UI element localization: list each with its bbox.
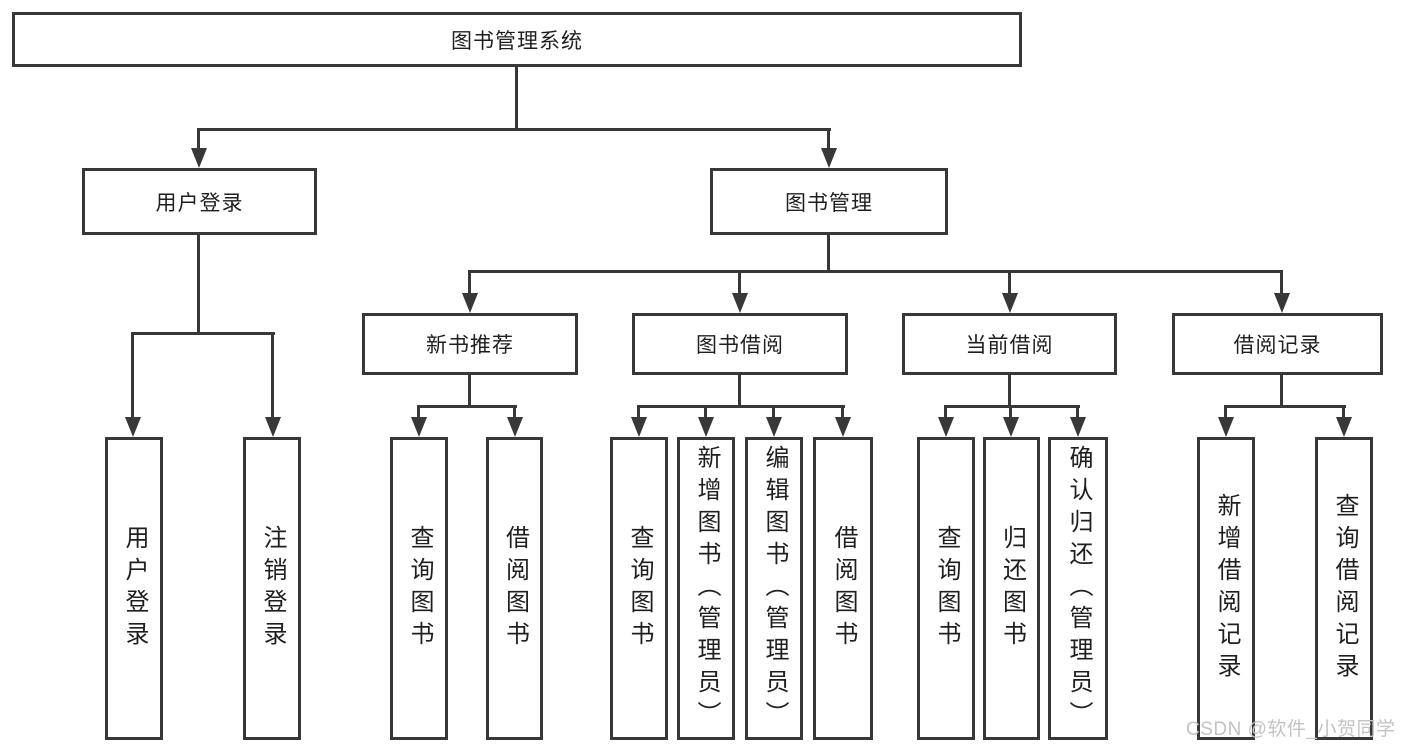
connector-line (1008, 375, 1011, 408)
connector-line (515, 67, 518, 131)
node-root-label: 图书管理系统 (451, 29, 583, 53)
arrow-down-icon (1336, 417, 1352, 437)
arrow-down-icon (766, 417, 782, 437)
leaf-user-login: 用户登录 (105, 437, 163, 740)
leaf-borrow-borrow-book-label: 借阅图书 (830, 524, 857, 653)
arrow-down-icon (835, 417, 851, 437)
connector-line (271, 332, 274, 417)
arrow-down-icon (732, 293, 748, 313)
node-root: 图书管理系统 (12, 12, 1022, 67)
connector-line (704, 405, 707, 419)
arrow-down-icon (265, 417, 281, 437)
connector-line (417, 405, 517, 408)
csdn-watermark: CSDN @软件_小贺同学 (1186, 719, 1396, 740)
leaf-newbook-query-book: 查询图书 (390, 437, 448, 740)
leaf-borrow-add-book-admin-label: 新增图书（管理员） (693, 444, 720, 733)
leaf-current-query-book-label: 查询图书 (933, 524, 960, 653)
connector-line (944, 405, 1080, 408)
connector-line (827, 235, 830, 273)
node-current-borrow: 当前借阅 (902, 313, 1117, 375)
leaf-borrow-borrow-book: 借阅图书 (813, 437, 873, 740)
arrow-down-icon (1070, 417, 1086, 437)
connector-line (944, 405, 947, 419)
connector-line (417, 405, 420, 419)
node-borrow-record-label: 借阅记录 (1233, 334, 1322, 357)
leaf-record-query-borrow-record: 查询借阅记录 (1315, 437, 1373, 740)
node-new-book-recommend-label: 新书推荐 (426, 334, 514, 357)
arrow-down-icon (631, 417, 647, 437)
connector-line (131, 332, 134, 417)
arrow-down-icon (1274, 293, 1290, 313)
node-new-book-recommend: 新书推荐 (362, 313, 578, 375)
arrow-down-icon (462, 293, 478, 313)
connector-line (1342, 405, 1345, 419)
leaf-current-return-book: 归还图书 (983, 437, 1040, 740)
leaf-current-return-book-label: 归还图书 (998, 524, 1026, 653)
node-user-login: 用户登录 (82, 168, 317, 235)
arrow-down-icon (1003, 417, 1019, 437)
leaf-record-query-borrow-record-label: 查询借阅记录 (1331, 492, 1358, 685)
arrow-down-icon (1218, 417, 1234, 437)
connector-line (468, 270, 1283, 273)
arrow-down-icon (507, 417, 523, 437)
leaf-newbook-borrow-book: 借阅图书 (486, 437, 543, 740)
connector-line (468, 270, 471, 295)
node-user-login-label: 用户登录 (155, 191, 244, 215)
leaf-borrow-query-book: 查询图书 (610, 437, 668, 740)
leaf-current-query-book: 查询图书 (917, 437, 975, 740)
leaf-borrow-add-book-admin: 新增图书（管理员） (677, 437, 735, 740)
connector-line (1008, 270, 1011, 295)
leaf-logout: 注销登录 (243, 437, 301, 740)
node-book-management-label: 图书管理 (785, 191, 873, 215)
leaf-borrow-query-book-label: 查询图书 (626, 524, 653, 653)
connector-line (197, 128, 200, 150)
arrow-down-icon (191, 148, 207, 168)
leaf-record-add-borrow-record-label: 新增借阅记录 (1213, 492, 1240, 685)
connector-line (1224, 405, 1227, 419)
leaf-newbook-borrow-book-label: 借阅图书 (501, 524, 529, 653)
connector-line (1224, 405, 1346, 408)
connector-line (1076, 405, 1079, 419)
connector-line (468, 375, 471, 408)
arrow-down-icon (125, 417, 141, 437)
connector-line (841, 405, 844, 419)
leaf-user-login-label: 用户登录 (121, 524, 148, 653)
connector-line (1280, 375, 1283, 408)
connector-line (827, 128, 830, 150)
connector-line (1280, 270, 1283, 295)
connector-line (197, 235, 200, 335)
connector-line (637, 405, 845, 408)
connector-line (738, 270, 741, 295)
node-book-borrow: 图书借阅 (632, 313, 848, 375)
connector-line (131, 332, 275, 335)
connector-line (197, 128, 831, 131)
connector-line (738, 375, 741, 408)
leaf-borrow-edit-book-admin-label: 编辑图书（管理员） (761, 444, 788, 733)
connector-line (513, 405, 516, 419)
leaf-record-add-borrow-record: 新增借阅记录 (1197, 437, 1255, 740)
arrow-down-icon (411, 417, 427, 437)
node-book-borrow-label: 图书借阅 (696, 334, 784, 357)
connector-line (637, 405, 640, 419)
leaf-current-confirm-return-admin-label: 确认归还（管理员） (1065, 444, 1092, 733)
node-current-borrow-label: 当前借阅 (965, 334, 1054, 357)
arrow-down-icon (938, 417, 954, 437)
leaf-newbook-query-book-label: 查询图书 (406, 524, 433, 653)
connector-line (1009, 405, 1012, 419)
leaf-borrow-edit-book-admin: 编辑图书（管理员） (745, 437, 803, 740)
node-borrow-record: 借阅记录 (1172, 313, 1383, 375)
leaf-current-confirm-return-admin: 确认归还（管理员） (1048, 437, 1108, 740)
leaf-logout-label: 注销登录 (259, 524, 286, 653)
arrow-down-icon (1002, 293, 1018, 313)
arrow-down-icon (698, 417, 714, 437)
arrow-down-icon (821, 148, 837, 168)
node-book-management: 图书管理 (710, 168, 948, 235)
connector-line (772, 405, 775, 419)
